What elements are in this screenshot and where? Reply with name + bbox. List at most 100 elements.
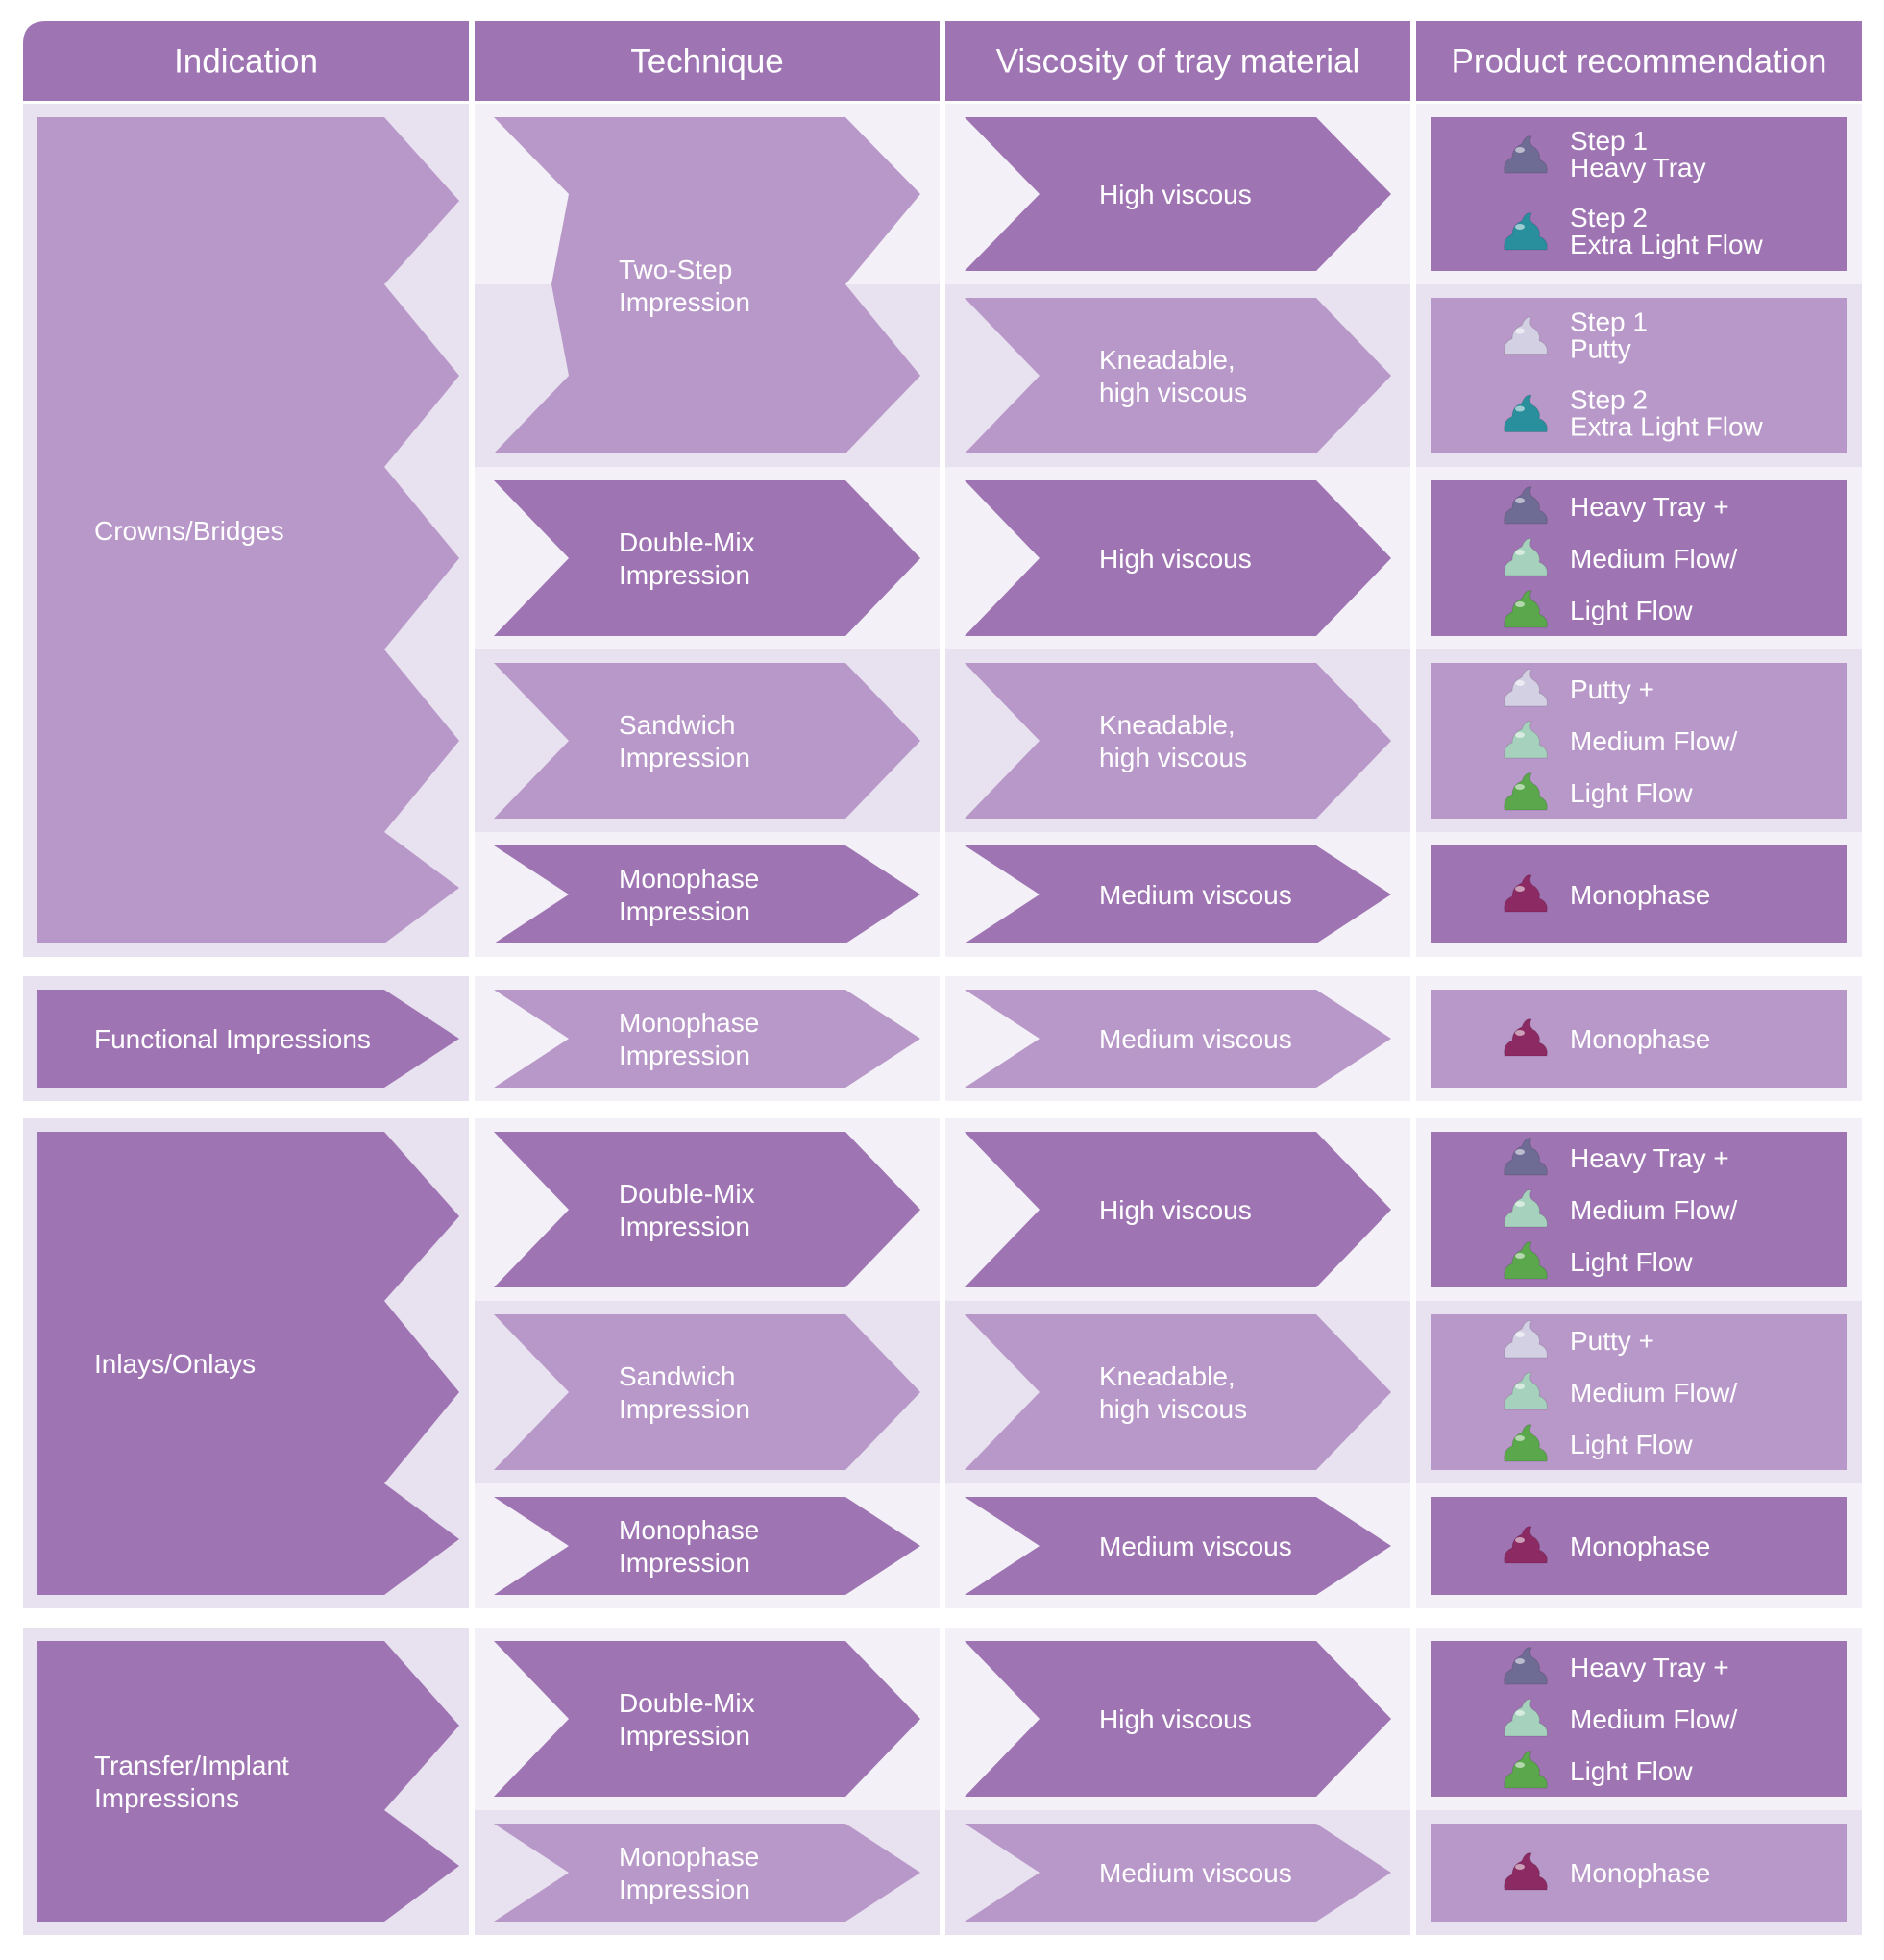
- product-step: Step 2: [1570, 385, 1648, 415]
- product-label: Light Flow: [1570, 778, 1693, 808]
- indication-shape: [37, 1641, 459, 1922]
- viscosity-shape: [965, 663, 1391, 819]
- viscosity-label: Kneadable,high viscous: [1099, 710, 1247, 772]
- text-line: Sandwich: [619, 710, 735, 740]
- product-label: Heavy Tray +: [1570, 492, 1729, 522]
- text-line: Transfer/Implant: [94, 1751, 289, 1780]
- text-line: Medium viscous: [1099, 1024, 1292, 1054]
- product-item: Light Flow: [1504, 772, 1693, 811]
- text-line: Monophase: [619, 864, 759, 894]
- text-line: Double-Mix: [619, 527, 755, 557]
- text-line: Medium viscous: [1099, 1531, 1292, 1561]
- indication-shape: [37, 117, 459, 943]
- text-line: Impression: [619, 1548, 750, 1578]
- viscosity-shape: [965, 990, 1391, 1088]
- viscosity-label: Medium viscous: [1099, 1858, 1292, 1888]
- technique-shape: [494, 480, 920, 636]
- viscosity-label: Kneadable,high viscous: [1099, 1361, 1247, 1424]
- technique-shape: [494, 1132, 920, 1287]
- column-header-bg: [945, 21, 1410, 101]
- product-box: [1431, 1824, 1847, 1922]
- text-line: high viscous: [1099, 378, 1247, 407]
- product-step: Step 1: [1570, 126, 1648, 156]
- medium-flow-icon: [1504, 538, 1548, 576]
- light-flow-icon: [1504, 1241, 1548, 1280]
- product-box: [1431, 845, 1847, 943]
- extra-light-flow-icon: [1504, 394, 1548, 432]
- monophase-icon: [1504, 874, 1548, 913]
- product-item: Light Flow: [1504, 1751, 1693, 1789]
- text-line: Two-Step: [619, 255, 732, 284]
- product-label: Heavy Tray +: [1570, 1143, 1729, 1173]
- product-box: [1431, 1641, 1847, 1797]
- viscosity-shape: [965, 117, 1391, 271]
- product-box: [1431, 1314, 1847, 1470]
- product-box: [1431, 1497, 1847, 1595]
- indication-shape: [37, 1132, 459, 1595]
- monophase-icon: [1504, 1526, 1548, 1564]
- text-line: high viscous: [1099, 1394, 1247, 1424]
- product-item: Putty +: [1504, 669, 1654, 707]
- column-header-bg: [23, 21, 469, 101]
- product-item: Monophase: [1504, 1018, 1710, 1057]
- viscosity-label: High viscous: [1099, 544, 1252, 574]
- text-line: High viscous: [1099, 1704, 1252, 1734]
- product-label: Medium Flow/: [1570, 1704, 1737, 1734]
- text-line: Monophase: [619, 1842, 759, 1872]
- viscosity-shape: [965, 1497, 1391, 1595]
- text-line: Kneadable,: [1099, 345, 1236, 375]
- text-line: Kneadable,: [1099, 1361, 1236, 1391]
- viscosity-label: High viscous: [1099, 180, 1252, 209]
- column-header-label: Viscosity of tray material: [996, 43, 1360, 81]
- text-line: High viscous: [1099, 180, 1252, 209]
- product-step: Step 2: [1570, 203, 1648, 233]
- group-2: Functional Impressions MonophaseImpressio…: [23, 976, 1862, 1101]
- text-line: Impression: [619, 896, 750, 926]
- product-item: Medium Flow/: [1504, 1699, 1737, 1737]
- indication-label: Functional Impressions: [94, 1024, 371, 1054]
- extra-light-flow-icon: [1504, 212, 1548, 251]
- product-label: Medium Flow/: [1570, 726, 1737, 756]
- column-header-3: Viscosity of tray material: [945, 21, 1410, 101]
- text-line: Impression: [619, 287, 750, 317]
- technique-shape: [494, 663, 920, 819]
- viscosity-shape: [965, 1641, 1391, 1797]
- heavy-tray-icon: [1504, 135, 1548, 174]
- product-box: [1431, 117, 1847, 271]
- medium-flow-icon: [1504, 1372, 1548, 1410]
- product-item: Light Flow: [1504, 1241, 1693, 1280]
- viscosity-label: High viscous: [1099, 1195, 1252, 1225]
- product-label: Monophase: [1570, 880, 1710, 910]
- column-header-bg: [1416, 21, 1862, 101]
- product-item: Medium Flow/: [1504, 721, 1737, 759]
- product-label: Extra Light Flow: [1570, 230, 1764, 259]
- text-line: Sandwich: [619, 1361, 735, 1391]
- product-item: Monophase: [1504, 874, 1710, 913]
- text-line: Medium viscous: [1099, 1858, 1292, 1888]
- medium-flow-icon: [1504, 1189, 1548, 1228]
- viscosity-shape: [965, 1314, 1391, 1470]
- viscosity-label: Medium viscous: [1099, 1024, 1292, 1054]
- product-label: Extra Light Flow: [1570, 412, 1764, 442]
- technique-shape: [494, 990, 920, 1088]
- text-line: High viscous: [1099, 544, 1252, 574]
- product-label: Putty: [1570, 334, 1631, 364]
- technique-shape: [494, 117, 920, 453]
- product-label: Medium Flow/: [1570, 1195, 1737, 1225]
- product-item: Light Flow: [1504, 1424, 1693, 1462]
